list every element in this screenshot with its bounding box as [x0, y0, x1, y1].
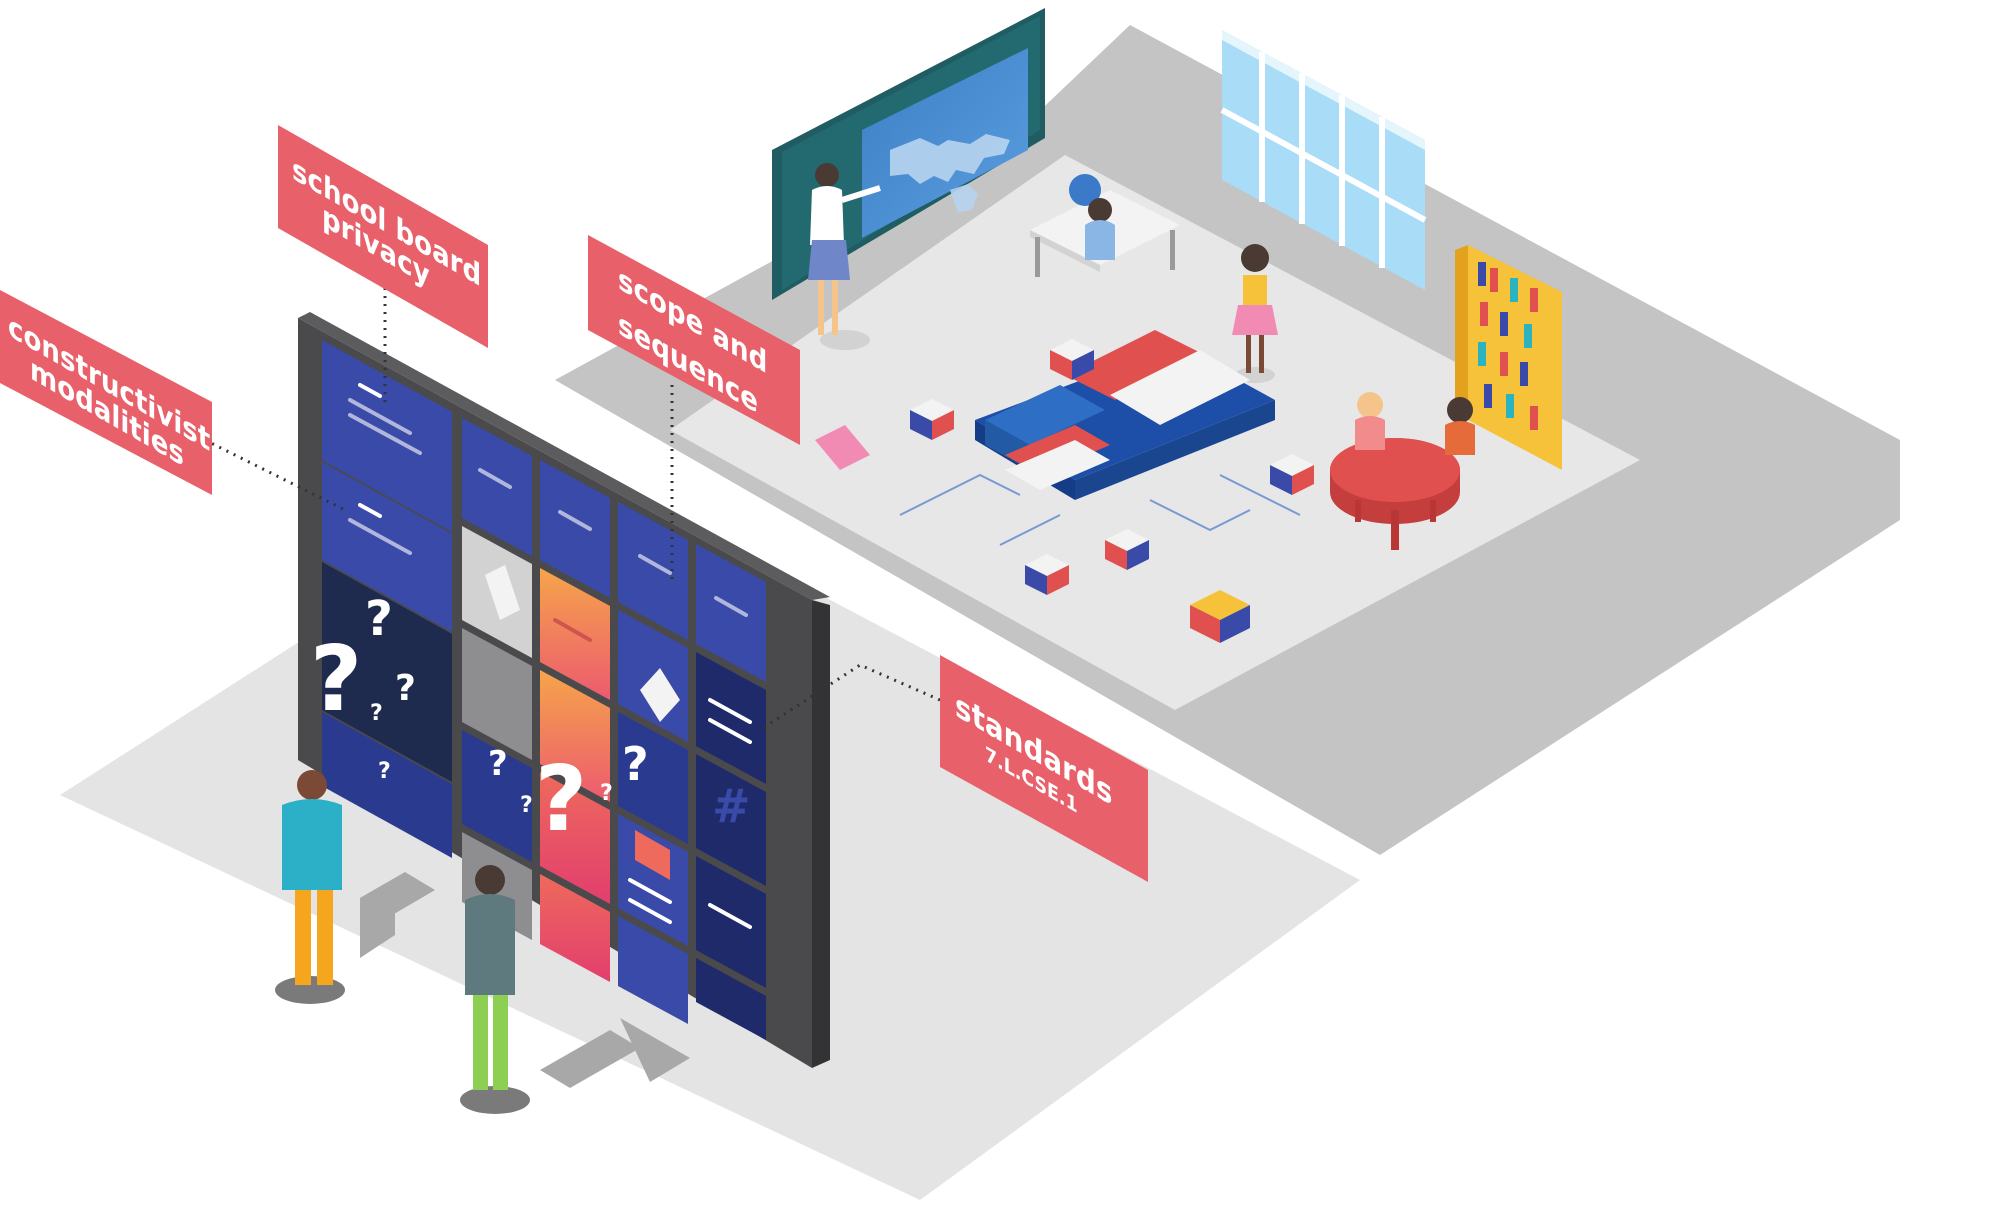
- question-mark-icon: ?: [395, 668, 416, 709]
- person-reading-figure: [460, 865, 530, 1114]
- envelope-icon: [635, 830, 670, 880]
- question-mark-icon: ?: [365, 591, 393, 647]
- teacher-figure: [808, 163, 881, 350]
- question-mark-icon: ?: [488, 744, 508, 784]
- round-table: [1330, 392, 1475, 550]
- circuit-lines: [899, 473, 1301, 546]
- question-mark-icon: ?: [600, 781, 613, 806]
- student-figure: [1232, 244, 1278, 383]
- paper-icon: [485, 565, 520, 620]
- document-icon: [348, 383, 752, 929]
- leader-lines: [204, 288, 941, 732]
- globe-icon: [1069, 174, 1101, 206]
- question-mark-icon: ?: [520, 793, 533, 818]
- small-cube-stacks: [910, 339, 1314, 643]
- question-mark-icon: ?: [378, 759, 391, 784]
- open-book-icon: [815, 425, 870, 470]
- label-constructivist-modalities: constructivist modalities: [0, 290, 212, 495]
- student-desk: [1030, 174, 1180, 277]
- hash-icon: #: [712, 779, 751, 833]
- person-looking-figure: [275, 770, 345, 1004]
- book-stack-icon: [975, 330, 1275, 500]
- question-mark-icon: ?: [622, 737, 649, 791]
- paper-icon: [640, 668, 680, 722]
- floor-arrows: [360, 872, 690, 1088]
- question-mark-icon: ?: [310, 627, 362, 732]
- bookshelf: [1455, 245, 1562, 470]
- question-mark-icon: ?: [535, 747, 587, 852]
- window: [1220, 30, 1427, 290]
- question-mark-icon: ?: [370, 701, 383, 726]
